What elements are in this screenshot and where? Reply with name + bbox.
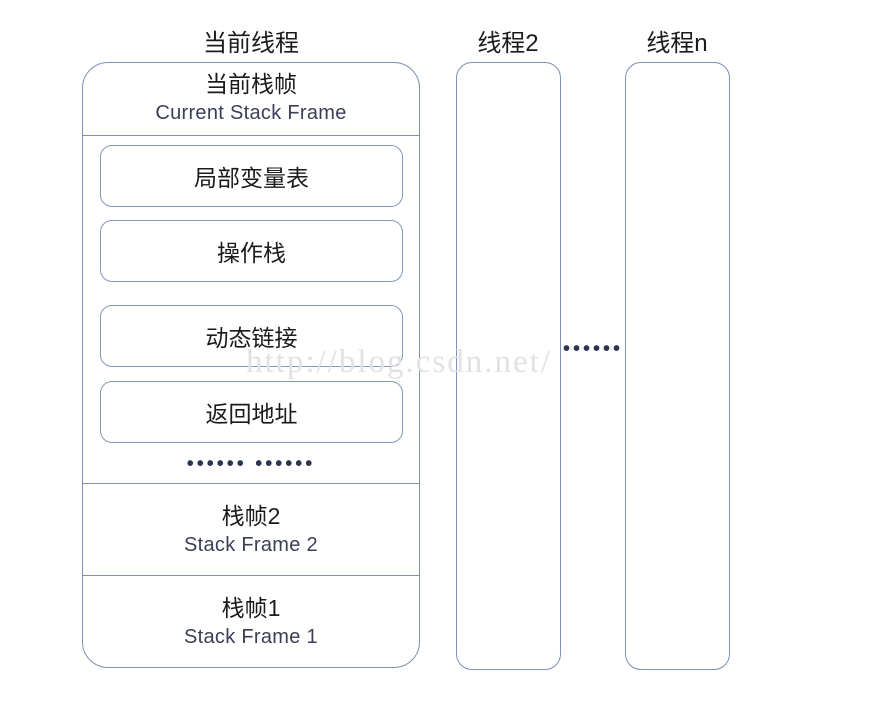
divider-stack-frame-1 <box>83 575 419 576</box>
caption-current-thread: 当前线程 <box>203 30 299 57</box>
stack-frame-1-label-en: Stack Frame 1 <box>184 626 318 648</box>
stack-frame-2-label-cn: 栈帧2 <box>221 503 281 529</box>
current-frame-label-en: Current Stack Frame <box>155 102 347 124</box>
caption-thread-n: 线程n <box>646 30 708 57</box>
return-address-box: 返回地址 <box>100 381 403 443</box>
local-variable-table-label: 局部变量表 <box>194 165 309 191</box>
divider-current-frame-header <box>83 135 419 136</box>
current-frame-more-ellipsis: •••••• •••••• <box>186 453 316 475</box>
stack-frame-1: 栈帧1 Stack Frame 1 <box>83 593 419 651</box>
operand-stack-label: 操作栈 <box>217 240 286 266</box>
current-stack-frame-header: 当前栈帧 Current Stack Frame <box>83 69 419 127</box>
return-address-label: 返回地址 <box>205 401 298 427</box>
current-thread-stack: 当前栈帧 Current Stack Frame 局部变量表 操作栈 动态链接 … <box>82 62 420 668</box>
stack-frame-1-label-cn: 栈帧1 <box>221 595 281 621</box>
current-frame-label-cn: 当前栈帧 <box>205 71 297 97</box>
thread-2-stack <box>456 62 561 670</box>
watermark-text: http://blog.csdn.net/ <box>246 344 552 380</box>
divider-stack-frame-2 <box>83 483 419 484</box>
local-variable-table-box: 局部变量表 <box>100 145 403 207</box>
dynamic-linking-box: 动态链接 <box>100 305 403 367</box>
operand-stack-box: 操作栈 <box>100 220 403 282</box>
stack-frame-2: 栈帧2 Stack Frame 2 <box>83 501 419 559</box>
stack-frame-2-label-en: Stack Frame 2 <box>184 534 318 556</box>
threads-ellipsis: •••••• <box>562 338 623 360</box>
thread-n-stack <box>625 62 730 670</box>
caption-thread-2: 线程2 <box>477 30 539 57</box>
dynamic-linking-label: 动态链接 <box>205 325 298 351</box>
